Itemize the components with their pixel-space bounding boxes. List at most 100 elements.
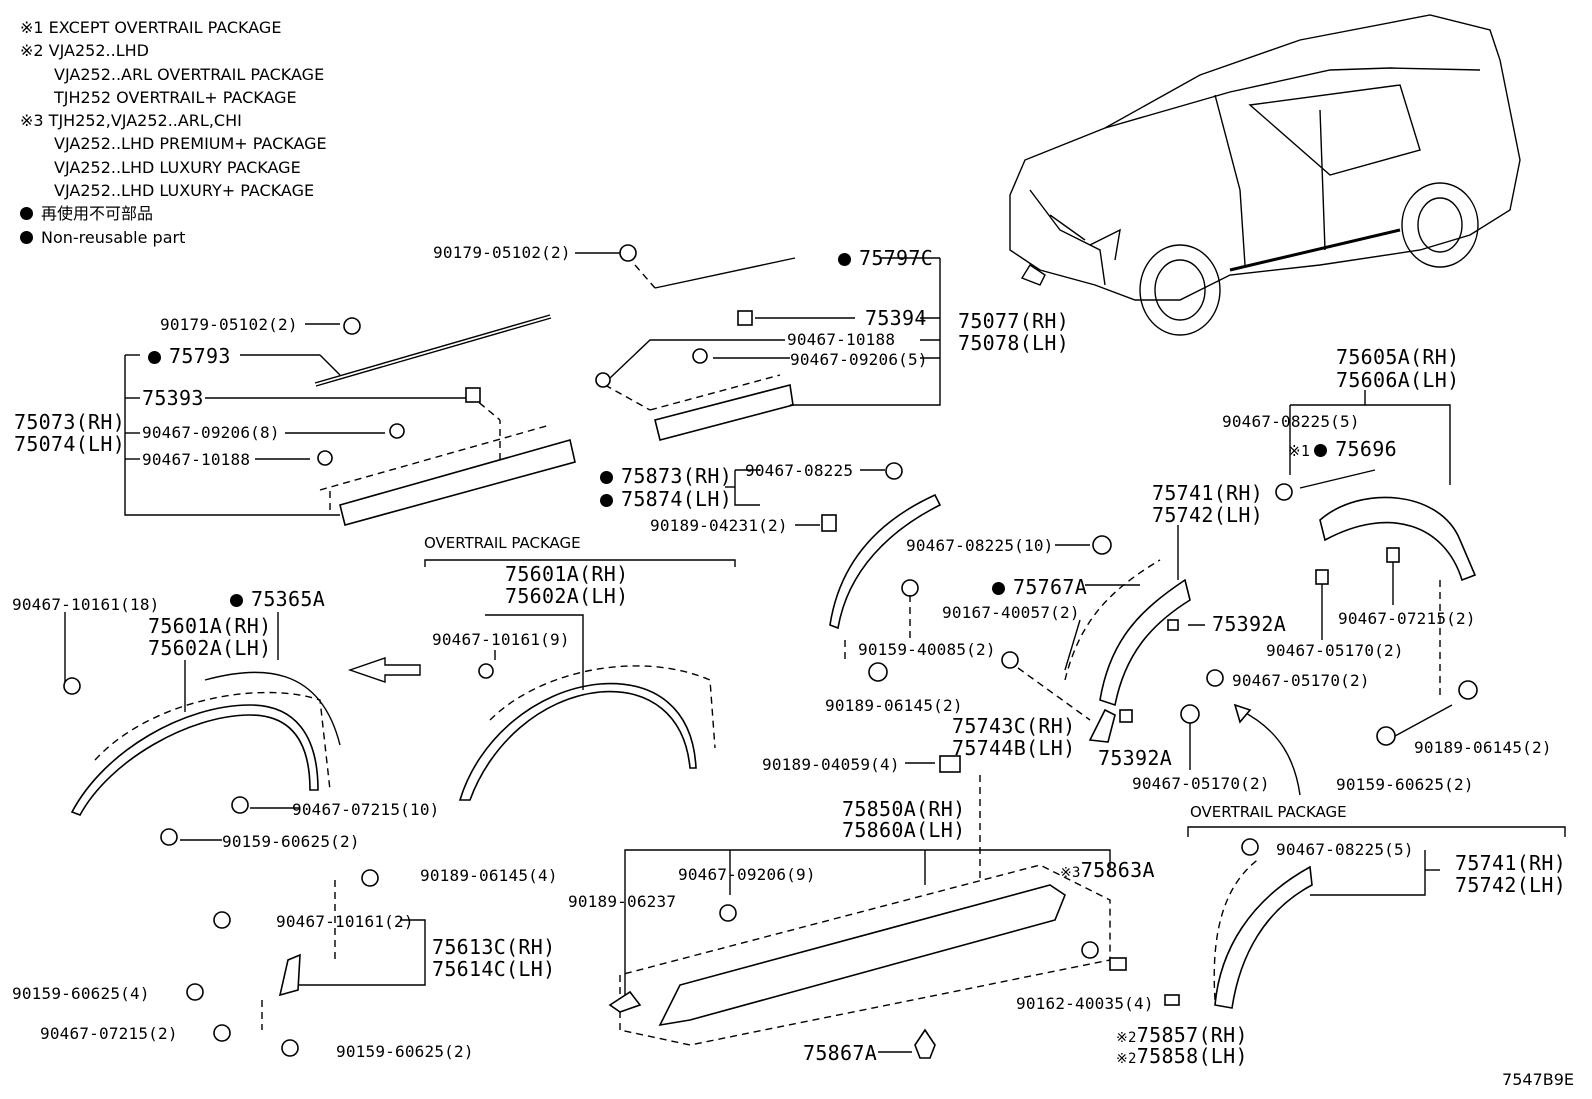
part-label[interactable]: 90467-07215(2) [1338, 609, 1476, 628]
part-label[interactable]: 90159-60625(2) [336, 1042, 474, 1061]
nonreusable-dot-icon [600, 471, 613, 484]
part-label[interactable]: 90467-09206(8) [142, 423, 280, 442]
part-label[interactable]: 90179-05102(2) [433, 243, 571, 262]
fender-75601A-overtrail [424, 559, 736, 801]
legend-note: VJA252..LHD LUXURY+ PACKAGE [54, 181, 315, 201]
nonreusable-dot-icon [838, 253, 851, 266]
part-label[interactable]: 90467-10188 [787, 330, 896, 349]
moulding-75873 [725, 462, 942, 682]
part-label[interactable]: 90189-06145(2) [825, 696, 963, 715]
part-label[interactable]: 75867A [803, 1041, 878, 1065]
part-label[interactable]: 75860A(LH) [842, 818, 966, 842]
illustration-code: 7547B9E [1502, 1070, 1574, 1089]
part-label[interactable]: 90159-40085(2) [858, 640, 996, 659]
part-label[interactable]: 75078(LH) [958, 331, 1070, 355]
part-label[interactable]: ※275858(LH) [1116, 1044, 1248, 1068]
part-label[interactable]: 90467-09206(5) [790, 350, 928, 369]
legend-nonreusable-en: Non-reusable part [20, 226, 327, 249]
part-label[interactable]: 90467-10161(9) [432, 630, 570, 649]
part-label[interactable]: 75601A(RH) [505, 562, 629, 586]
part-label[interactable]: 90189-06237 [568, 892, 677, 911]
part-label[interactable]: 75601A(RH) [148, 614, 272, 638]
legend: ※1 EXCEPT OVERTRAIL PACKAGE ※2 VJA252..L… [20, 16, 327, 249]
part-label[interactable]: 75602A(LH) [148, 636, 272, 660]
part-label[interactable]: 90467-05170(2) [1266, 641, 1404, 660]
legend-note: ※2 VJA252..LHD [20, 41, 149, 61]
rocker-75850A [608, 755, 1180, 1059]
fender-75741-overtrail [1187, 826, 1566, 1009]
garnish-75077-group [575, 244, 941, 441]
part-label[interactable]: 90159-60625(2) [222, 832, 360, 851]
part-label[interactable]: 75605A(RH) [1336, 345, 1460, 369]
part-label[interactable]: 75743C(RH) [952, 714, 1076, 738]
nonreusable-dot-icon [992, 582, 1005, 595]
garnish-75073-group [124, 314, 576, 526]
part-label[interactable]: 75606A(LH) [1336, 368, 1460, 392]
part-label[interactable]: 90189-04059(4) [762, 755, 900, 774]
fender-75741-front [1001, 525, 1301, 796]
part-label[interactable]: 75392A [1098, 746, 1173, 770]
legend-note: VJA252..LHD PREMIUM+ PACKAGE [54, 134, 327, 154]
part-label[interactable]: 90467-09206(9) [678, 865, 816, 884]
legend-note: VJA252..LHD LUXURY PACKAGE [54, 157, 301, 177]
part-label[interactable]: 90467-10188 [142, 450, 251, 469]
part-label[interactable]: 75793 [148, 344, 231, 368]
nonreusable-dot-icon [148, 351, 161, 364]
package-label-overtrail: OVERTRAIL PACKAGE [424, 534, 581, 552]
part-label[interactable]: 90467-08225(5) [1276, 840, 1414, 859]
part-label[interactable]: 90189-04231(2) [650, 516, 788, 535]
fender-75601A-left [63, 612, 421, 846]
legend-nonreusable-jp: 再使用不可部品 [20, 202, 327, 225]
fender-75605A-rear [1275, 390, 1478, 746]
part-label[interactable]: 75073(RH) [14, 410, 126, 434]
part-label[interactable]: 75850A(RH) [842, 797, 966, 821]
part-label[interactable]: 75392A [1212, 612, 1287, 636]
part-label[interactable]: 75741(RH) [1152, 481, 1264, 505]
part-label[interactable]: 75614C(LH) [432, 957, 556, 981]
part-label[interactable]: 90467-08225 [745, 461, 854, 480]
part-label[interactable]: 75393 [142, 386, 204, 410]
legend-note: VJA252..ARL OVERTRAIL PACKAGE [54, 64, 325, 84]
nonreusable-dot-icon [1314, 444, 1328, 457]
part-label[interactable]: ※275857(RH) [1116, 1023, 1248, 1047]
part-label[interactable]: 75074(LH) [14, 432, 126, 456]
part-label[interactable]: 90467-07215(10) [292, 800, 440, 819]
package-label-overtrail: OVERTRAIL PACKAGE [1190, 803, 1347, 821]
part-label[interactable]: 90159-60625(4) [12, 984, 150, 1003]
legend-note: ※1 EXCEPT OVERTRAIL PACKAGE [20, 18, 282, 37]
part-label[interactable]: 75602A(LH) [505, 584, 629, 608]
part-label[interactable]: 75613C(RH) [432, 935, 556, 959]
part-label[interactable]: 75744B(LH) [952, 736, 1076, 760]
part-label[interactable]: ※375863A [1060, 858, 1155, 882]
nonreusable-dot-icon [20, 230, 33, 244]
part-label[interactable]: 75394 [865, 306, 927, 330]
part-label[interactable]: 75873(RH) [600, 464, 732, 488]
nonreusable-dot-icon [600, 494, 613, 507]
part-label[interactable]: 90179-05102(2) [160, 315, 298, 334]
part-label[interactable]: 90467-05170(2) [1132, 774, 1270, 793]
part-label[interactable]: 90467-08225(10) [906, 536, 1054, 555]
part-label[interactable]: 90162-40035(4) [1016, 994, 1154, 1013]
part-label[interactable]: 75797C [838, 246, 933, 270]
part-label[interactable]: 75365A [230, 587, 325, 611]
part-label[interactable]: 75077(RH) [958, 309, 1070, 333]
part-label[interactable]: 90159-60625(2) [1336, 775, 1474, 794]
part-label[interactable]: 75874(LH) [600, 487, 732, 511]
part-label[interactable]: 90189-06145(4) [420, 866, 558, 885]
part-label[interactable]: 90467-07215(2) [40, 1024, 178, 1043]
nonreusable-dot-icon [230, 594, 243, 607]
part-label[interactable]: 75741(RH) [1455, 851, 1567, 875]
part-label[interactable]: 75742(LH) [1455, 873, 1567, 897]
legend-note: TJH252 OVERTRAIL+ PACKAGE [54, 87, 297, 107]
part-label[interactable]: 75767A [992, 575, 1087, 599]
part-label[interactable]: 90167-40057(2) [942, 603, 1080, 622]
legend-note: ※3 TJH252,VJA252..ARL,CHI [20, 111, 242, 131]
part-label[interactable]: 90467-10161(18) [12, 595, 160, 614]
part-label[interactable]: 90467-10161(2) [276, 912, 414, 931]
part-label[interactable]: 90467-08225(5) [1222, 412, 1360, 431]
part-label[interactable]: 90467-05170(2) [1232, 671, 1370, 690]
part-label[interactable]: 75742(LH) [1152, 503, 1264, 527]
part-label[interactable]: 90189-06145(2) [1414, 738, 1552, 757]
